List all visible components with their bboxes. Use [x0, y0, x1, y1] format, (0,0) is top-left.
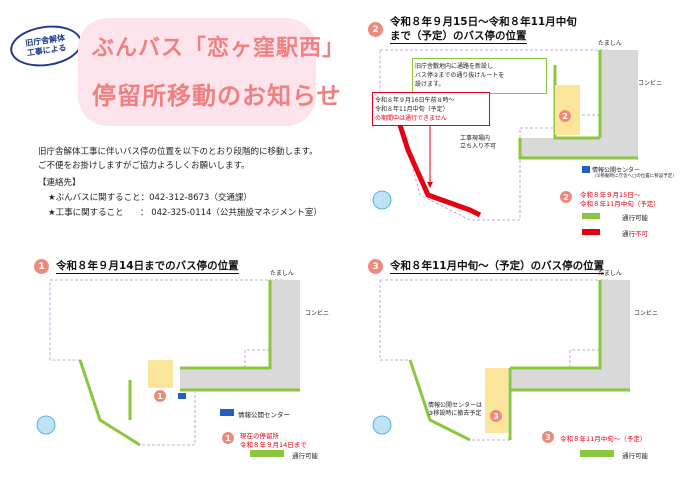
info-center-marker-2 — [582, 166, 590, 173]
legend-stop-2-line2: 令和８年11月中旬（予定） — [580, 200, 660, 208]
map-panel-2: 2 令和８年９月15日～令和８年11月中旬 まで（予定）のバス停の位置 たましん… — [360, 10, 690, 240]
legend-ok-2: 通行可能 — [622, 214, 648, 222]
info-center-sub-2: （②移動時に庁舎へ□の位置に移設予定） — [592, 174, 677, 179]
info-center-note-1: 情報公開センターは — [428, 402, 483, 409]
intro-line1: 旧庁舎解体工事に伴いバス停の位置を以下のとおり段階的に移動します。 — [38, 147, 318, 157]
map-3-drawing — [372, 279, 630, 457]
compass-icon — [372, 415, 392, 435]
legend-ok-3: 通行可能 — [622, 452, 648, 460]
contact-construction-value: ： 042-325-0114（公共施設マネジメント室） — [140, 208, 322, 218]
panel-2-title-line1: 令和８年９月15日～令和８年11月中旬 — [390, 16, 577, 28]
title-box — [78, 18, 316, 126]
legend-stop-marker-2: 2 — [560, 191, 572, 203]
road-3 — [510, 368, 630, 390]
bus-stop-marker-3: 3 — [490, 410, 502, 422]
contact-construction-label: ★工事に関すること — [48, 208, 124, 218]
step-number-2: 2 — [368, 22, 383, 37]
bank-label-3: たましん — [598, 270, 622, 277]
bus-stop-area-3 — [485, 368, 508, 433]
road-1 — [180, 368, 300, 390]
bank-label-1: たましん — [270, 270, 294, 277]
legend-stop-marker-3: 3 — [542, 431, 554, 443]
bus-stop-marker-1: 1 — [154, 390, 166, 402]
info-center-marker-1 — [178, 393, 186, 399]
panel-2-title-line2: まで（予定）のバス停の位置 — [390, 30, 527, 44]
info-center-note-2: ③移設時に撤去予定 — [428, 410, 482, 417]
bank-label-2: たましん — [598, 40, 622, 47]
map-panel-3: 3 令和８年11月中旬～（予定）のバス停の位置 たましん コンビニ 3 情報公開… — [360, 250, 690, 485]
construction-label-1: 工事現場内 — [460, 135, 491, 142]
panel-3-title: 令和８年11月中旬～（予定）のバス停の位置 — [390, 260, 605, 274]
contact-heading: 【連絡先】 — [38, 178, 81, 188]
bus-stop-marker-2: 2 — [559, 110, 571, 122]
legend-ng-2: 通行不可 — [622, 230, 648, 238]
step-number-3: 3 — [368, 259, 383, 274]
legend-current-2: 令和８年９月14日まで — [240, 441, 307, 449]
walkway-closed — [397, 124, 482, 218]
map-1-drawing — [36, 279, 300, 457]
road-2 — [520, 138, 638, 158]
info-center-label-1: 情報公開センター — [238, 411, 290, 419]
note-new-route: 旧庁舎敷地内に通路を新設し バス停②までの通り抜けルートを 設けます。 — [412, 58, 547, 94]
step-number-1: 1 — [34, 259, 49, 274]
map-panel-1: 1 令和８年９月14日までのバス停の位置 たましん コンビニ 1 情報公開センタ… — [20, 250, 340, 485]
map-2-drawing — [372, 49, 638, 235]
note-closed-period: 令和８年９月16日午前８時～ 令和８年11月中旬（予定） の期間中は通行できませ… — [372, 92, 490, 126]
conbini-label-3: コンビニ — [634, 310, 659, 317]
conbini-label-2: コンビニ — [638, 80, 663, 87]
info-center-label-2: 情報公開センター — [592, 167, 641, 174]
page-title-line1: ぶんバス「恋ヶ窪駅西」 — [92, 36, 346, 61]
legend-stop-3: 令和８年11月中旬～（予定） — [560, 435, 647, 443]
legend-ok-1: 通行可能 — [292, 452, 318, 460]
walkway-1 — [78, 359, 141, 447]
panel-1-title: 令和８年９月14日までのバス停の位置 — [56, 260, 239, 274]
page-title-line2: 停留所移動のお知らせ — [92, 82, 342, 110]
construction-label-2: 立ち入り不可 — [460, 143, 497, 150]
notice-badge: 旧庁舎解体 工事による — [7, 21, 85, 71]
conbini-label-1: コンビニ — [305, 310, 330, 317]
compass-icon — [36, 415, 56, 435]
contact-bus: ★ぶんバスに関すること：042-312-8673（交通課） — [48, 193, 252, 203]
legend-stop-2-line1: 令和８年９月15日～ — [580, 191, 641, 199]
intro-line2: ご不便をお掛けしますがご協力よろしくお願いします。 — [38, 161, 250, 171]
legend-current-1: 現在の停留所 — [240, 432, 279, 440]
bus-stop-area-1 — [148, 360, 173, 388]
legend-stop-marker-1: 1 — [222, 432, 234, 444]
compass-icon — [372, 190, 392, 210]
walkway-3 — [408, 359, 471, 442]
